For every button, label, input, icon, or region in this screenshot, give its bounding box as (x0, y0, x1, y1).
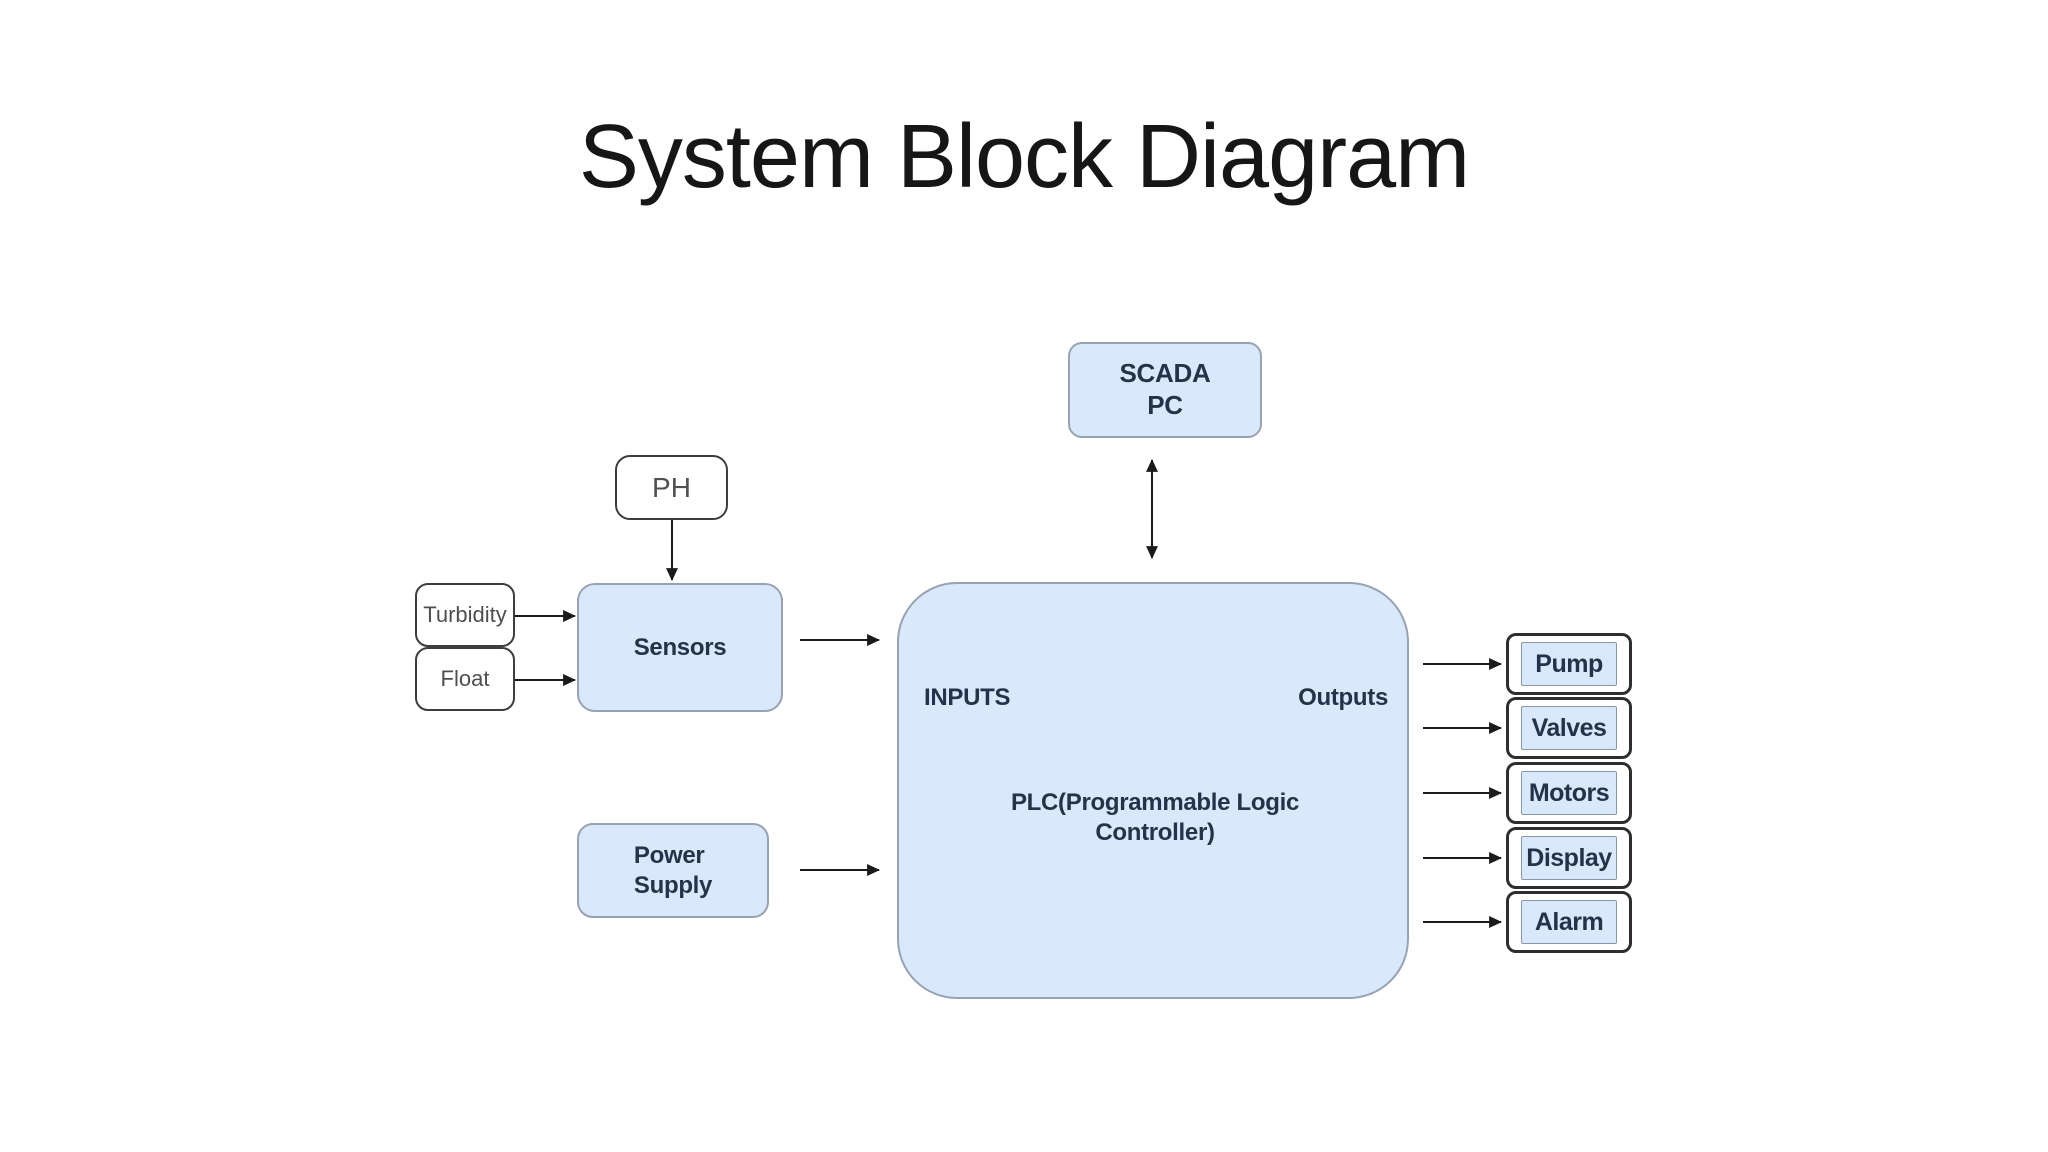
turbidity-label: Turbidity (423, 602, 507, 627)
node-plc: INPUTS Outputs PLC(Programmable Logic Co… (897, 582, 1409, 999)
diagram-title: System Block Diagram (578, 107, 1470, 207)
node-output-pump: Pump (1506, 633, 1632, 695)
power-supply-label: Power Supply (633, 841, 713, 900)
node-output-display: Display (1506, 827, 1632, 889)
plc-title-line2: Controller) (1095, 819, 1215, 846)
node-output-alarm: Alarm (1506, 891, 1632, 953)
node-ph: PH (615, 455, 728, 520)
node-output-motors: Motors (1506, 762, 1632, 824)
scada-pc-label-line2: PC (1147, 390, 1183, 420)
power-supply-label-line1: Power (633, 842, 705, 870)
node-power-supply: Power Supply (577, 823, 769, 918)
plc-title-line1: PLC(Programmable Logic (1010, 789, 1300, 816)
ph-label: PH (652, 471, 691, 503)
plc-inputs-label: INPUTS (924, 684, 1011, 711)
node-float: Float (415, 647, 515, 711)
node-output-valves: Valves (1506, 697, 1632, 759)
output-alarm-label: Alarm (1521, 900, 1617, 944)
node-scada-pc: SCADA PC (1068, 342, 1262, 438)
float-label: Float (440, 666, 490, 691)
output-display-label: Display (1521, 836, 1617, 880)
power-supply-label-line2: Supply (633, 871, 713, 899)
plc-outputs-label: Outputs (1298, 684, 1388, 711)
output-valves-label: Valves (1521, 706, 1617, 750)
output-motors-label: Motors (1521, 771, 1617, 815)
output-pump-label: Pump (1521, 642, 1617, 686)
node-turbidity: Turbidity (415, 583, 515, 647)
node-sensors: Sensors (577, 583, 783, 712)
scada-pc-label-line1: SCADA (1119, 358, 1211, 389)
plc-title-label: PLC(Programmable Logic Controller) (899, 788, 1411, 848)
scada-pc-label: SCADA PC (1120, 358, 1211, 421)
sensors-label: Sensors (633, 633, 727, 661)
